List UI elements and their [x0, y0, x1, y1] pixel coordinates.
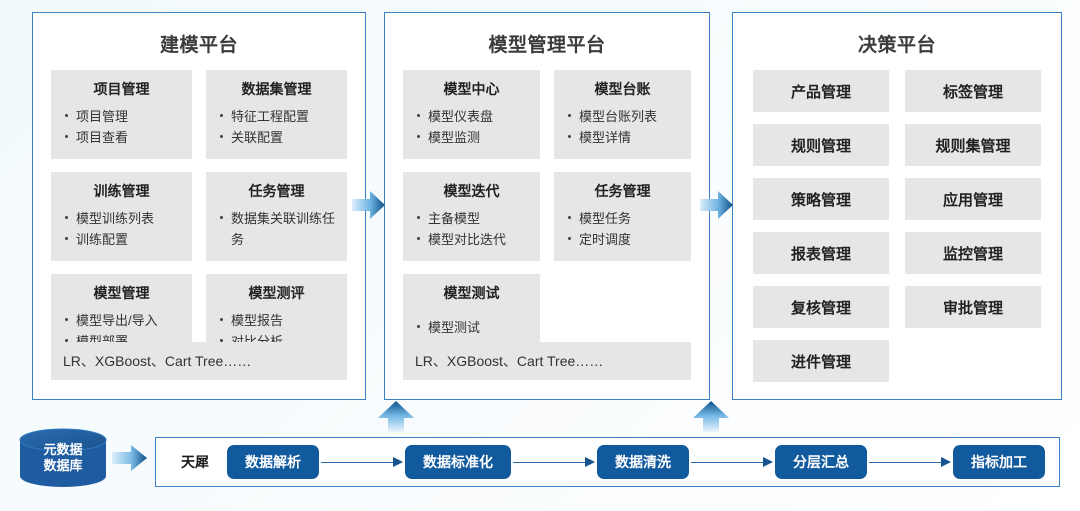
card-task-management[interactable]: 任务管理 数据集关联训练任务 [206, 172, 347, 262]
tile-application-management[interactable]: 应用管理 [905, 178, 1041, 220]
pipeline-connector-arrow-icon [513, 456, 595, 468]
panel-title-modeling: 建模平台 [159, 35, 238, 56]
card-title: 模型测评 [248, 285, 305, 302]
list-item[interactable]: 主备模型 [417, 208, 530, 229]
card-title: 数据集管理 [241, 81, 312, 97]
list-item[interactable]: 定时调度 [568, 229, 681, 250]
arrow-up-icon [377, 401, 415, 433]
pipeline-steps: 数据解析 数据标准化 数据清洗 分层汇总 指标加工 [227, 445, 1059, 479]
pipeline-step-metric-processing[interactable]: 指标加工 [953, 445, 1045, 479]
list-item[interactable]: 模型台账列表 [568, 106, 681, 127]
list-item[interactable]: 特征工程配置 [220, 106, 337, 127]
card-title: 项目管理 [93, 81, 150, 97]
panel-modeling-platform: 建模平台 项目管理 项目管理 项目查看 数据集管理 特征工程配置 关联配置 训练… [32, 12, 366, 400]
card-item-list: 特征工程配置 关联配置 [216, 106, 337, 148]
card-item-list: 模型训练列表 训练配置 [61, 208, 182, 250]
data-pipeline-bar: 天犀 数据解析 数据标准化 数据清洗 分层汇总 指标加工 [155, 437, 1060, 487]
card-title: 任务管理 [594, 183, 651, 200]
tile-label-management[interactable]: 标签管理 [905, 70, 1041, 112]
card-item-list: 数据集关联训练任务 [216, 208, 337, 250]
card-item-list: 模型仪表盘 模型监测 [413, 106, 530, 148]
list-item[interactable]: 数据集关联训练任务 [220, 208, 337, 250]
arrow-right-icon [700, 190, 734, 220]
panel-model-management-platform: 模型管理平台 模型中心 模型仪表盘 模型监测 模型台账 模型台账列表 模型详情 … [384, 12, 710, 400]
list-item[interactable]: 模型详情 [568, 127, 681, 148]
card-item-list: 主备模型 模型对比迭代 [413, 208, 530, 250]
list-item[interactable]: 模型仪表盘 [417, 106, 530, 127]
tile-ruleset-management[interactable]: 规则集管理 [905, 124, 1041, 166]
modeling-card-grid: 项目管理 项目管理 项目查看 数据集管理 特征工程配置 关联配置 训练管理 模型… [33, 70, 365, 364]
pipeline-step-data-parsing[interactable]: 数据解析 [227, 445, 319, 479]
card-training-management[interactable]: 训练管理 模型训练列表 训练配置 [51, 172, 192, 262]
card-title: 模型台账 [594, 81, 651, 97]
pipeline-step-data-standardization[interactable]: 数据标准化 [405, 445, 511, 479]
card-project-management[interactable]: 项目管理 项目管理 项目查看 [51, 70, 192, 160]
arrow-up-icon [692, 401, 730, 433]
list-item[interactable]: 项目查看 [65, 127, 182, 148]
pipeline-connector-arrow-icon [691, 456, 773, 468]
card-title: 训练管理 [93, 183, 150, 200]
card-title: 模型测试 [443, 285, 500, 302]
card-title: 任务管理 [248, 183, 305, 200]
tile-rule-management[interactable]: 规则管理 [753, 124, 889, 166]
algorithms-bar-modeling: LR、XGBoost、Cart Tree…… [51, 342, 347, 380]
card-model-iteration[interactable]: 模型迭代 主备模型 模型对比迭代 [403, 172, 540, 262]
tile-report-management[interactable]: 报表管理 [753, 232, 889, 274]
pipeline-connector-arrow-icon [321, 456, 403, 468]
pipeline-step-layered-aggregation[interactable]: 分层汇总 [775, 445, 867, 479]
decision-tile-grid: 产品管理 标签管理 规则管理 规则集管理 策略管理 应用管理 报表管理 监控管理… [733, 70, 1061, 382]
algorithms-bar-management: LR、XGBoost、Cart Tree…… [403, 342, 691, 380]
list-item[interactable]: 项目管理 [65, 106, 182, 127]
tile-review-management[interactable]: 复核管理 [753, 286, 889, 328]
list-item[interactable]: 模型导出/导入 [65, 310, 182, 331]
panel-decision-platform: 决策平台 产品管理 标签管理 规则管理 规则集管理 策略管理 应用管理 报表管理… [732, 12, 1062, 400]
card-title: 模型迭代 [443, 183, 500, 200]
arrow-right-icon [112, 444, 148, 472]
panel-title-management: 模型管理平台 [488, 35, 606, 56]
pipeline-connector-arrow-icon [869, 456, 951, 468]
card-item-list: 项目管理 项目查看 [61, 106, 182, 148]
list-item[interactable]: 模型对比迭代 [417, 229, 530, 250]
list-item[interactable]: 关联配置 [220, 127, 337, 148]
card-title: 模型中心 [443, 81, 500, 97]
card-item-list: 模型台账列表 模型详情 [564, 106, 681, 148]
card-model-ledger[interactable]: 模型台账 模型台账列表 模型详情 [554, 70, 691, 160]
list-item[interactable]: 模型测试 [417, 317, 530, 338]
pipeline-label: 天犀 [181, 454, 209, 470]
list-item[interactable]: 模型任务 [568, 208, 681, 229]
database-cylinder-icon [18, 428, 108, 488]
tile-approval-management[interactable]: 审批管理 [905, 286, 1041, 328]
card-item-list: 模型任务 定时调度 [564, 208, 681, 250]
card-dataset-management[interactable]: 数据集管理 特征工程配置 关联配置 [206, 70, 347, 160]
card-task-management-mgmt[interactable]: 任务管理 模型任务 定时调度 [554, 172, 691, 262]
management-card-grid: 模型中心 模型仪表盘 模型监测 模型台账 模型台账列表 模型详情 模型迭代 主备… [385, 70, 709, 359]
list-item[interactable]: 模型报告 [220, 310, 337, 331]
arrow-right-icon [352, 190, 386, 220]
tile-product-management[interactable]: 产品管理 [753, 70, 889, 112]
list-item[interactable]: 模型训练列表 [65, 208, 182, 229]
card-item-list: 模型测试 [413, 317, 530, 338]
panel-title-decision: 决策平台 [857, 35, 936, 56]
tile-strategy-management[interactable]: 策略管理 [753, 178, 889, 220]
pipeline-step-data-cleaning[interactable]: 数据清洗 [597, 445, 689, 479]
card-model-center[interactable]: 模型中心 模型仪表盘 模型监测 [403, 70, 540, 160]
list-item[interactable]: 模型监测 [417, 127, 530, 148]
tile-intake-management[interactable]: 进件管理 [753, 340, 889, 382]
card-title: 模型管理 [93, 285, 150, 302]
tile-monitoring-management[interactable]: 监控管理 [905, 232, 1041, 274]
list-item[interactable]: 训练配置 [65, 229, 182, 250]
